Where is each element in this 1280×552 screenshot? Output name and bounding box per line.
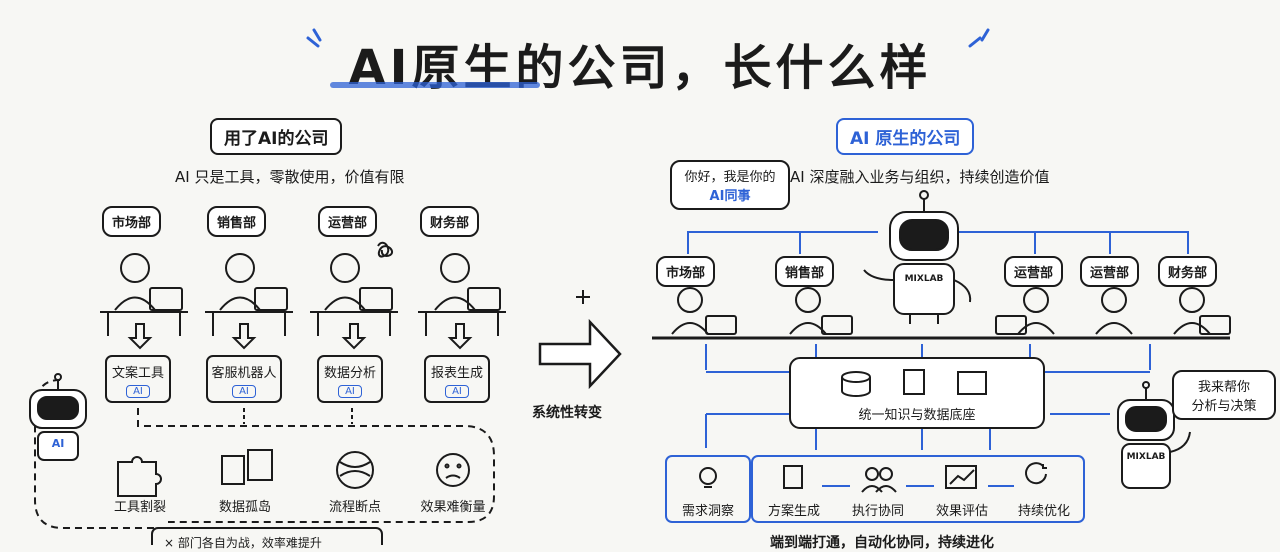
right-dept-operations-2: 运营部 [1080,256,1140,287]
left-dept-operations: 运营部 [318,206,378,237]
left-tool-analytics: 数据分析 AI [318,362,382,398]
process-step-5: 持续优化 [1017,504,1070,519]
right-dept-sales: 销售部 [775,256,835,287]
left-problem-4: 效果难衡量 [420,500,486,515]
process-step-2: 方案生成 [767,504,820,519]
right-dept-operations-1: 运营部 [1004,256,1064,287]
left-tool-copy-ai: AI [126,385,150,398]
right-dept-marketing: 市场部 [656,256,716,287]
process-step-1: 需求洞察 [681,504,734,519]
helper-line-1: 我来帮你 [1197,380,1250,395]
left-tool-copy-label: 文案工具 [111,366,164,381]
left-tool-report-label: 报表生成 [430,366,483,381]
greeting-line-2: AI同事 [709,189,751,204]
helper-bubble: 我来帮你 分析与决策 [1172,370,1276,420]
ai-greeting-bubble: 你好，我是你的 AI同事 [670,160,790,210]
greeting-line-1: 你好，我是你的 [684,170,776,185]
right-header: AI 原生的公司 [836,118,975,155]
right-dept-finance: 财务部 [1158,256,1218,287]
left-problem-2: 数据孤岛 [218,500,271,515]
central-robot-badge: MIXLAB [904,274,944,284]
left-tool-report-ai: AI [445,385,469,398]
helper-robot-badge: MIXLAB [1126,452,1166,462]
transition-label: 系统性转变 [532,405,602,421]
left-tool-copy: 文案工具 AI [106,362,170,398]
left-tool-support-ai: AI [232,385,256,398]
left-tool-report: 报表生成 AI [425,362,489,398]
process-step-3: 执行协同 [851,504,904,519]
right-footer-note: 端到端打通，自动化协同，持续进化 [770,535,994,551]
title-underline [330,82,540,88]
left-problem-1: 工具割裂 [113,500,166,515]
left-robot-badge: AI [51,437,65,450]
left-dept-finance: 财务部 [420,206,480,237]
data-platform-label: 统一知识与数据底座 [858,408,976,423]
process-step-4: 效果评估 [935,504,988,519]
left-dept-sales: 销售部 [207,206,267,237]
left-tool-analytics-ai: AI [338,385,362,398]
left-problem-3: 流程断点 [328,500,381,515]
left-tool-support-label: 客服机器人 [211,366,277,381]
left-dept-marketing: 市场部 [102,206,162,237]
left-tool-analytics-label: 数据分析 [323,366,376,381]
helper-line-2: 分析与决策 [1191,399,1257,414]
left-subtitle: AI 只是工具，零散使用，价值有限 [175,168,405,186]
right-subtitle: AI 深度融入业务与组织，持续创造价值 [790,168,1050,186]
left-tool-support: 客服机器人 AI [207,362,281,398]
left-header: 用了AI的公司 [210,118,343,155]
